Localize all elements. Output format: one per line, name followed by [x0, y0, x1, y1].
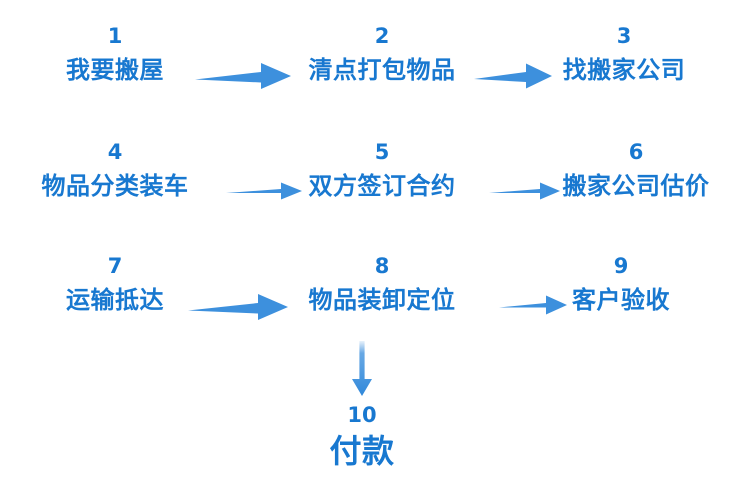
step-number: 9	[613, 254, 629, 278]
step-number: 7	[107, 254, 123, 278]
step-label: 客户验收	[572, 286, 670, 314]
flow-step-4[interactable]: 4 物品分类装车	[41, 140, 189, 200]
flow-step-8[interactable]: 8 物品装卸定位	[308, 254, 456, 314]
flow-step-6[interactable]: 6 搬家公司估价	[562, 140, 710, 200]
step-number: 2	[374, 24, 390, 48]
arrow-2-to-3-icon	[472, 61, 554, 91]
arrow-8-to-10-icon	[346, 341, 378, 397]
arrow-5-to-6-icon	[487, 180, 562, 202]
flow-step-9[interactable]: 9 客户验收	[572, 254, 670, 314]
step-label: 物品装卸定位	[308, 286, 456, 314]
step-number: 10	[347, 403, 377, 427]
step-label: 搬家公司估价	[562, 172, 710, 200]
flow-step-1[interactable]: 1 我要搬屋	[66, 24, 164, 84]
step-label: 清点打包物品	[308, 56, 456, 84]
arrow-1-to-2-icon	[193, 61, 293, 91]
step-number: 8	[374, 254, 390, 278]
flow-step-5[interactable]: 5 双方签订合约	[308, 140, 456, 200]
flow-step-2[interactable]: 2 清点打包物品	[308, 24, 456, 84]
flow-step-3[interactable]: 3 找搬家公司	[562, 24, 686, 84]
step-number: 6	[628, 140, 644, 164]
step-label: 双方签订合约	[308, 172, 456, 200]
flow-step-7[interactable]: 7 运输抵达	[66, 254, 164, 314]
step-label: 物品分类装车	[41, 172, 189, 200]
step-number: 1	[107, 24, 123, 48]
step-number: 5	[374, 140, 390, 164]
step-label: 找搬家公司	[562, 56, 686, 84]
arrow-4-to-5-icon	[224, 180, 304, 202]
step-number: 3	[616, 24, 632, 48]
step-label: 付款	[329, 432, 395, 470]
step-number: 4	[107, 140, 123, 164]
step-label: 我要搬屋	[66, 56, 164, 84]
arrow-8-to-9-icon	[497, 293, 569, 317]
arrow-7-to-8-icon	[186, 292, 290, 322]
step-label: 运输抵达	[66, 286, 164, 314]
flow-step-10[interactable]: 10 付款	[329, 403, 395, 470]
